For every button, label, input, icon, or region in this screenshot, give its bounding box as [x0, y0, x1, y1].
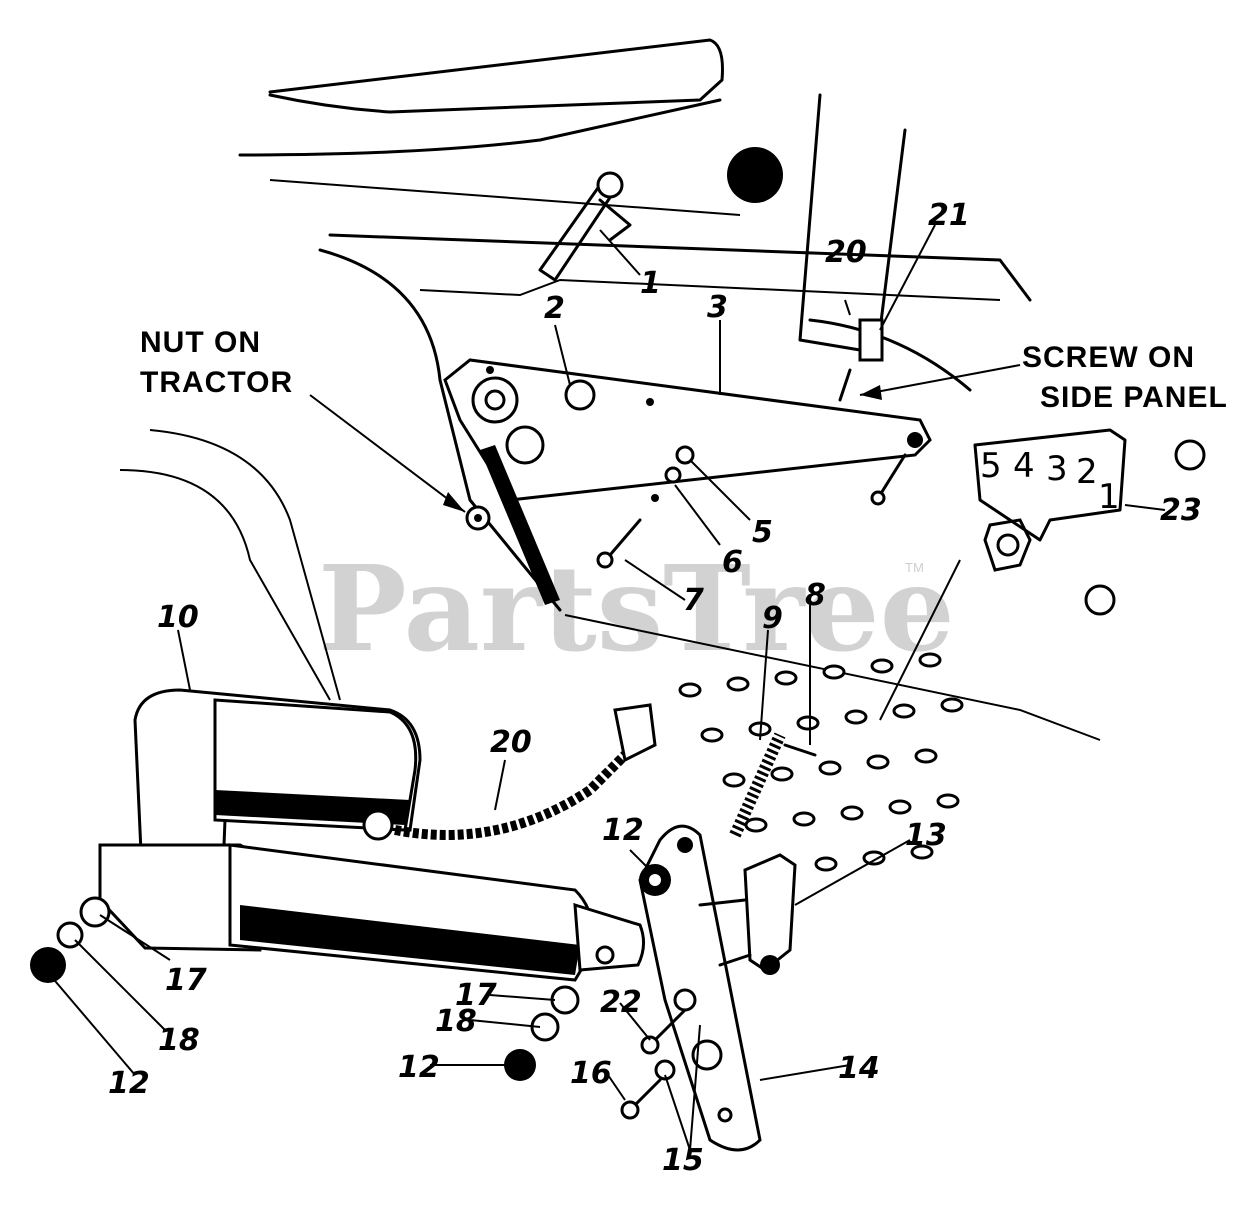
footrest-hole	[726, 676, 750, 692]
footrest-hole	[678, 682, 702, 698]
callout-18b: 18	[435, 1004, 477, 1039]
footrest-hole	[700, 727, 724, 743]
bracket-3	[443, 358, 932, 502]
footrest-hole	[914, 748, 938, 764]
footrest-hole	[818, 760, 842, 776]
footrest-hole	[774, 670, 798, 686]
footrest-hole	[866, 754, 890, 770]
callout-12c: 12	[398, 1050, 440, 1085]
footrest-hole	[792, 811, 816, 827]
callout-6: 6	[722, 545, 743, 580]
actuator-rod	[480, 445, 560, 605]
callout-17b: 17	[455, 978, 497, 1013]
callout-14: 14	[838, 1051, 880, 1086]
footrest-hole	[744, 817, 768, 833]
footrest-hole	[888, 799, 912, 815]
seat-outline	[238, 38, 741, 216]
watermark: PartsTree	[318, 539, 955, 678]
callout-15: 15	[662, 1143, 704, 1178]
footrest-hole	[862, 850, 886, 866]
arm-14	[638, 824, 762, 1152]
bolts-16-22	[620, 1008, 687, 1120]
gear-digit-1: 1	[1098, 477, 1120, 517]
callout-16: 16	[570, 1056, 612, 1091]
bracket-13	[698, 853, 797, 975]
screw-on-side-panel-label-line1: SCREW ON	[1022, 341, 1195, 374]
nut-on-tractor-label-line2: TRACTOR	[140, 366, 293, 399]
fender-outline	[119, 233, 1101, 741]
footrest-hole	[722, 772, 746, 788]
hardware-5-6-7	[596, 445, 907, 569]
footrest-hole	[918, 652, 942, 668]
footrest-hole	[870, 658, 894, 674]
callout-8: 8	[805, 578, 826, 613]
callout-3: 3	[707, 290, 728, 325]
gear-digit-4: 4	[1013, 446, 1035, 486]
callout-23: 23	[1160, 493, 1202, 528]
callout-9: 9	[762, 601, 783, 636]
footrest-hole	[844, 709, 868, 725]
spring-9	[729, 732, 817, 838]
callout-12a: 12	[602, 813, 644, 848]
callout-12b: 12	[108, 1066, 150, 1101]
gear-digit-3: 3	[1046, 449, 1068, 489]
callout-2: 2	[544, 291, 565, 326]
callout-7: 7	[683, 583, 704, 618]
footrest-hole	[936, 793, 960, 809]
callout-20a: 20	[825, 235, 867, 270]
footrest-hole	[822, 664, 846, 680]
gear-digit-2: 2	[1076, 452, 1098, 492]
actuator-motor-10	[98, 688, 645, 982]
callout-22: 22	[600, 985, 642, 1020]
callout-20b: 20	[490, 725, 532, 760]
footrest-hole	[910, 844, 934, 860]
screw-on-side-panel-label-line2: SIDE PANEL	[1040, 381, 1228, 414]
wire-harness-20	[394, 703, 657, 840]
callout-17a: 17	[165, 963, 207, 998]
footrest-hole	[814, 856, 838, 872]
nut-on-tractor-label-line1: NUT ON	[140, 326, 261, 359]
callout-13: 13	[905, 818, 947, 853]
gear-decal: 5 4 3 2 1	[973, 428, 1127, 542]
lever-1	[538, 171, 632, 282]
gear-digit-5: 5	[980, 446, 1002, 486]
footrest-hole	[940, 697, 964, 713]
footrest-hole	[892, 703, 916, 719]
callout-5: 5	[752, 515, 773, 550]
callout-21: 21	[928, 198, 970, 233]
footrest-hole	[840, 805, 864, 821]
steering-column	[727, 93, 972, 402]
footrest-hole	[796, 715, 820, 731]
callout-18a: 18	[158, 1023, 200, 1058]
callout-1: 1	[640, 266, 661, 301]
leader-lines	[49, 224, 1166, 1151]
footrest-holes	[678, 652, 964, 878]
fasteners	[30, 864, 697, 1081]
side-panel-grommets	[983, 439, 1206, 616]
footrest-hole	[770, 766, 794, 782]
watermark-tm: TM	[905, 560, 924, 575]
nut-on-tractor	[465, 505, 491, 531]
callout-10: 10	[157, 600, 199, 635]
